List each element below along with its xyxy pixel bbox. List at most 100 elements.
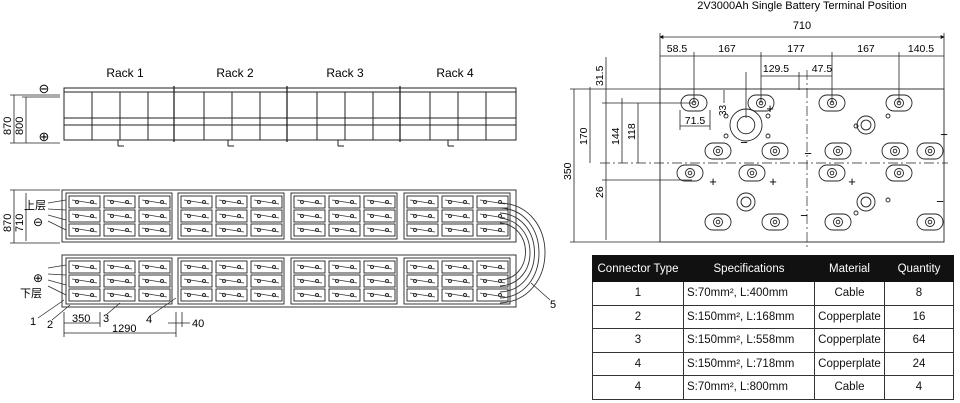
battery-cell — [215, 209, 248, 223]
dim-47-5: 47.5 — [812, 63, 833, 75]
battery-cell — [180, 195, 213, 209]
connector-spec-table: Connector Type Specifications Material Q… — [592, 255, 954, 400]
battery-cell — [363, 209, 396, 223]
terminal-bolt-center — [772, 148, 778, 154]
battery-cell — [138, 209, 171, 223]
plus-sign: + — [848, 174, 856, 189]
plus-sign: + — [709, 174, 717, 189]
terminal-bolt-center — [715, 219, 721, 225]
connector-link — [106, 213, 133, 219]
connector-link — [183, 264, 210, 270]
connector-link — [253, 264, 280, 270]
terminal-slot — [818, 164, 846, 182]
battery-cell — [250, 223, 283, 237]
negative-terminal-icon: ⊖ — [39, 81, 50, 96]
vent-port-inner — [740, 196, 752, 208]
terminal-slot — [704, 213, 732, 231]
lower-layer-label: 下层 — [20, 287, 42, 300]
connector-link — [366, 213, 393, 219]
battery-cell — [363, 288, 396, 302]
battery-cell — [103, 209, 136, 223]
connector-link — [444, 213, 471, 219]
connector-link — [183, 292, 210, 298]
connector-link — [366, 264, 393, 270]
connector-link — [218, 292, 245, 298]
connector-link — [183, 278, 210, 284]
connector-link — [296, 278, 323, 284]
positive-terminal-icon: ⊕ — [39, 129, 50, 144]
connector-link — [409, 264, 436, 270]
connector-link — [218, 213, 245, 219]
battery-cell — [250, 260, 283, 274]
mount-hole — [765, 133, 771, 139]
minus-sign: − — [936, 194, 944, 209]
battery-cell — [476, 209, 509, 223]
dim-total-width: 710 — [793, 20, 811, 32]
dim-170: 170 — [578, 127, 590, 145]
terminal-bolt-center — [687, 170, 693, 176]
table-header-row: Connector Type Specifications Material Q… — [592, 255, 954, 282]
dim-144: 144 — [610, 127, 622, 145]
cable-lead — [47, 220, 67, 231]
mount-hole — [885, 113, 891, 119]
rack-label-4: Rack 4 — [436, 66, 474, 80]
upper-negative-icon: ⊖ — [33, 215, 43, 229]
rack-label-1: Rack 1 — [106, 66, 144, 80]
connector-link — [141, 278, 168, 284]
connector-link — [331, 213, 358, 219]
cell-type: 1 — [592, 281, 684, 306]
terminal-bolt — [925, 146, 935, 156]
terminal-bolt — [833, 217, 843, 227]
dim-167-a: 167 — [718, 43, 736, 55]
wire-loop — [499, 202, 546, 304]
connector-link — [479, 278, 506, 284]
dim-870-top: 870 — [2, 117, 14, 135]
terminal-bolt — [770, 217, 780, 227]
connector-link — [331, 278, 358, 284]
battery-cell — [476, 288, 509, 302]
connector-link — [218, 278, 245, 284]
plan-rack-frame — [177, 257, 285, 305]
battery-cell — [103, 274, 136, 288]
terminal-slot — [704, 142, 732, 160]
battery-cell — [103, 223, 136, 237]
cell-type: 2 — [592, 304, 684, 329]
minus-sign: − — [800, 208, 808, 223]
terminal-slot — [738, 164, 766, 182]
battery-cell — [441, 223, 474, 237]
dim-58-5: 58.5 — [667, 43, 688, 55]
connector-link — [141, 227, 168, 233]
connector-link — [366, 227, 393, 233]
dim-167-b: 167 — [857, 43, 875, 55]
dim-177: 177 — [787, 43, 805, 55]
table-row: 3 S:150mm², L:558mm Copperplate 64 — [592, 328, 954, 353]
plan-rack-frame — [177, 192, 285, 240]
terminal-bolt-center — [835, 219, 841, 225]
terminal-slot — [761, 213, 789, 231]
connector-link — [444, 199, 471, 205]
connector-link — [409, 278, 436, 284]
callout-5: 5 — [550, 299, 556, 311]
dim-350: 350 — [72, 313, 90, 325]
dim-26: 26 — [594, 186, 606, 198]
connector-link — [409, 227, 436, 233]
battery-cell — [476, 260, 509, 274]
battery-cell — [103, 195, 136, 209]
battery-cell — [441, 209, 474, 223]
connector-link — [141, 199, 168, 205]
battery-cell — [441, 288, 474, 302]
connector-link — [253, 292, 280, 298]
battery-cell — [363, 274, 396, 288]
battery-cell — [138, 288, 171, 302]
battery-cell — [68, 209, 101, 223]
cell-qty: 64 — [884, 328, 954, 353]
plan-rack-frame — [290, 257, 398, 305]
plan-rack-frame — [403, 257, 511, 305]
connector-link — [218, 264, 245, 270]
terminal-bolt-center — [829, 170, 835, 176]
battery-cell — [138, 260, 171, 274]
connector-link — [141, 292, 168, 298]
battery-cell — [68, 288, 101, 302]
battery-cell — [215, 195, 248, 209]
connector-link — [106, 278, 133, 284]
